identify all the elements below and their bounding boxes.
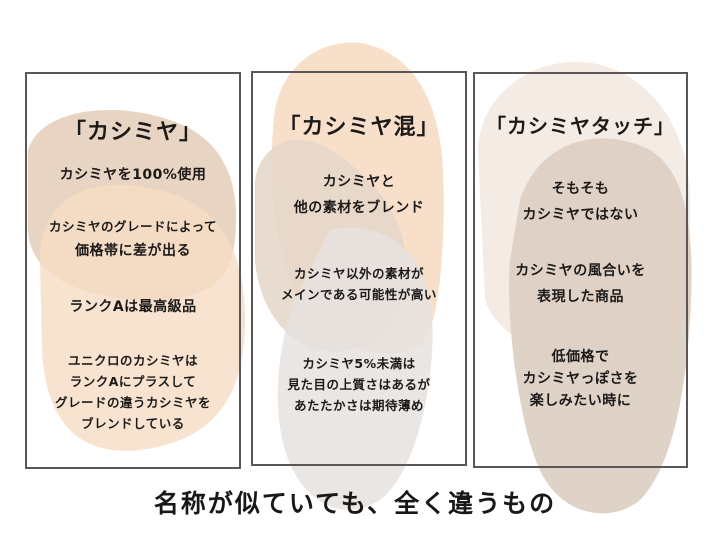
text-block: カシミヤ以外の素材が メインである可能性が高い <box>281 266 437 302</box>
text-block: ランクAは最高級品 <box>69 299 197 315</box>
text-block: ユニクロのカシミヤは ランクAにプラスして グレードの違うカシミヤを ブレンドし… <box>54 353 211 431</box>
panel-cashmere: 「カシミヤ」 カシミヤを100%使用 カシミヤのグレードによって 価格帯に差が出… <box>25 72 241 469</box>
panel-cashmere-touch: 「カシミヤタッチ」 そもそも カシミヤではない カシミヤの風合いを 表現した商品… <box>473 72 688 468</box>
panel-cashmere-blend: 「カシミヤ混」 カシミヤと 他の素材をブレンド カシミヤ以外の素材が メインであ… <box>251 71 467 466</box>
text-block: カシミヤを100%使用 <box>59 167 207 183</box>
panel-title: 「カシミヤ」 <box>63 120 202 145</box>
text-block: 低価格で カシミヤっぽさを 楽しみたい時に <box>522 349 639 409</box>
text-block: カシミヤの風合いを 表現した商品 <box>515 263 646 305</box>
text-block: カシミヤと 他の素材をブレンド <box>293 174 425 216</box>
footer-caption: 名称が似ていても、全く違うもの <box>153 489 557 518</box>
text-block: カシミヤ5%未満は 見た目の上質さはあるが あたたかさは期待薄め <box>287 356 431 413</box>
panel-title: 「カシミヤタッチ」 <box>486 114 675 138</box>
text-block: そもそも カシミヤではない <box>522 181 639 223</box>
text-block: カシミヤのグレードによって 価格帯に差が出る <box>48 219 217 259</box>
panel-title: 「カシミヤ混」 <box>278 115 440 140</box>
